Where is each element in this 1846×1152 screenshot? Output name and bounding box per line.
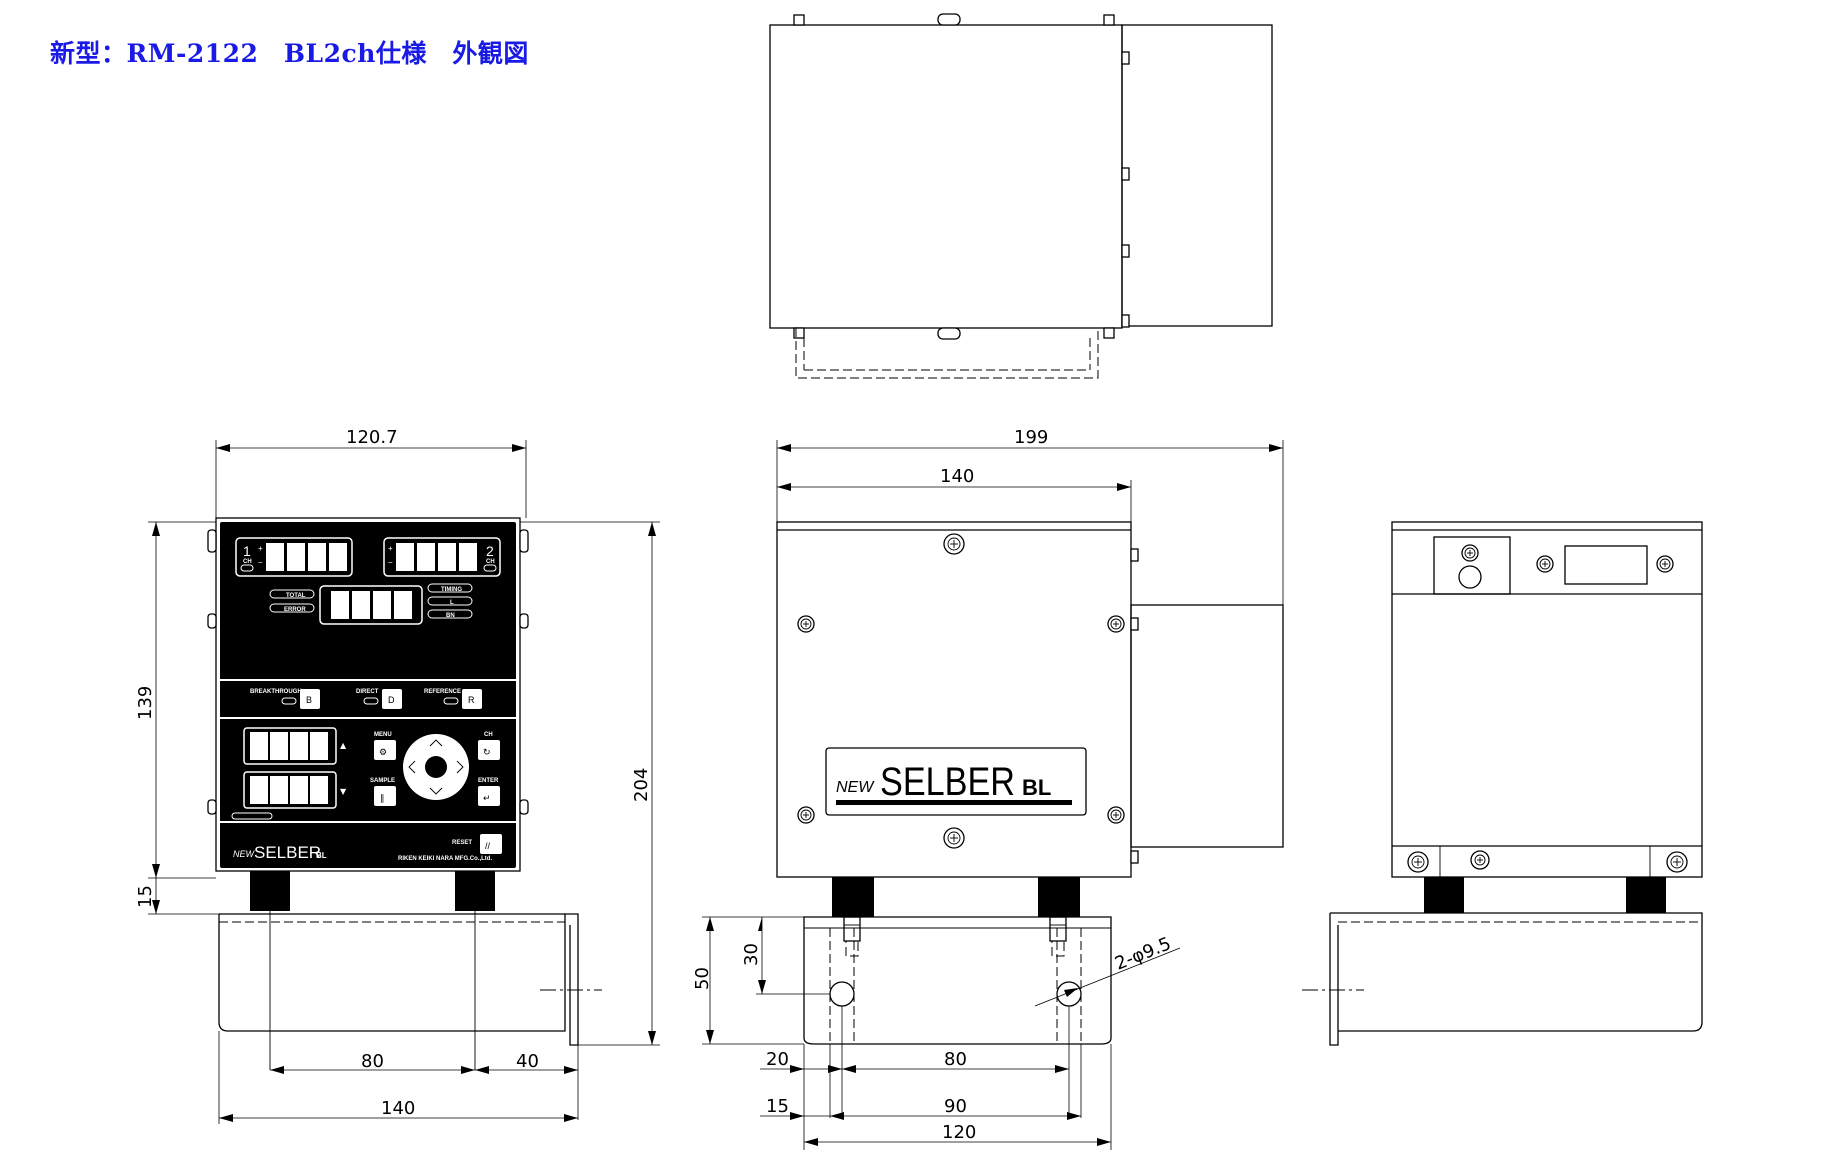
front-view: 1 CH + − 2 CH + − TOTAL ERROR TIMING L B… <box>207 517 602 1070</box>
dim-front-offset: 40 <box>516 1051 539 1072</box>
svg-text:NEW: NEW <box>836 779 875 796</box>
screw-icon <box>1470 850 1490 870</box>
svg-text:+: + <box>258 544 263 553</box>
key-b[interactable] <box>300 689 320 709</box>
svg-text:NEW: NEW <box>233 849 256 859</box>
dim-front-base-height: 15 <box>135 885 156 908</box>
svg-text:ERROR: ERROR <box>284 607 306 613</box>
dim-front-base-width: 140 <box>381 1098 415 1119</box>
svg-text:CH: CH <box>484 732 493 738</box>
enter-button[interactable] <box>478 786 500 806</box>
reset-button[interactable] <box>480 834 502 854</box>
svg-text:SELBER: SELBER <box>254 843 321 862</box>
dim-side-body-depth: 140 <box>940 466 974 487</box>
dim-side-pitch2: 90 <box>944 1096 967 1117</box>
enter-icon: ↵ <box>483 793 491 803</box>
key-r[interactable] <box>462 689 482 709</box>
dim-front-body-height: 139 <box>135 686 156 720</box>
product-label <box>825 747 1087 816</box>
dim-side-hole-height: 30 <box>741 943 762 966</box>
screw-icon <box>943 533 965 555</box>
svg-text:B: B <box>306 695 312 705</box>
svg-text:R: R <box>468 695 475 705</box>
svg-text:TOTAL: TOTAL <box>286 593 306 599</box>
reset-icon: // <box>485 841 491 851</box>
cycle-icon: ↻ <box>483 747 491 757</box>
svg-text:BN: BN <box>446 613 455 619</box>
ch-button[interactable] <box>478 740 500 760</box>
svg-text:SAMPLE: SAMPLE <box>370 778 395 784</box>
screw-icon <box>1666 851 1688 873</box>
center-button[interactable] <box>425 756 447 778</box>
dim-side-base-length: 120 <box>942 1122 976 1143</box>
dim-side-edge-offset: 20 <box>766 1049 789 1070</box>
svg-text:CH: CH <box>486 559 495 565</box>
svg-text:▼: ▼ <box>340 787 347 796</box>
svg-text:REFERENCE: REFERENCE <box>424 689 461 695</box>
svg-text:L: L <box>450 600 454 606</box>
dim-side-height: 50 <box>692 967 713 990</box>
svg-text:▲: ▲ <box>340 741 347 750</box>
dim-side-hole-pitch: 80 <box>944 1049 967 1070</box>
top-view <box>769 13 1273 379</box>
rear-view <box>1302 521 1703 1046</box>
svg-text:DIRECT: DIRECT <box>356 689 379 695</box>
svg-text:TIMING: TIMING <box>441 587 462 593</box>
svg-text:−: − <box>258 558 263 567</box>
screw-icon <box>1536 555 1554 573</box>
sample-button[interactable] <box>374 786 396 806</box>
screw-icon <box>943 827 965 849</box>
svg-text:CH: CH <box>243 559 252 565</box>
svg-text:MENU: MENU <box>374 732 392 738</box>
svg-text:+: + <box>388 544 393 553</box>
screw-icon <box>797 806 815 824</box>
key-d[interactable] <box>382 689 402 709</box>
screw-icon <box>1407 851 1429 873</box>
front-dimensions: 120.7 139 15 204 80 40 140 <box>135 427 660 1124</box>
side-dimensions: 199 140 50 30 2-φ9.5 20 80 <box>692 427 1284 1150</box>
menu-button[interactable] <box>374 740 396 760</box>
gear-icon: ⚙ <box>379 747 387 757</box>
ch2-number: 2 <box>486 543 494 559</box>
ch1-number: 1 <box>243 543 251 559</box>
svg-text:BL: BL <box>1022 775 1051 800</box>
side-view: NEW SELBER BL <box>776 521 1284 1045</box>
svg-text:RIKEN KEIKI NARA MFG.Co.,Ltd.: RIKEN KEIKI NARA MFG.Co.,Ltd. <box>398 856 492 862</box>
svg-text:ENTER: ENTER <box>478 778 499 784</box>
dim-side-total-depth: 199 <box>1014 427 1048 448</box>
svg-text:BREAKTHROUGH: BREAKTHROUGH <box>250 689 302 695</box>
dim-side-first-offset: 15 <box>766 1096 789 1117</box>
screw-icon <box>1656 555 1674 573</box>
svg-text:RESET: RESET <box>452 840 472 846</box>
screw-icon <box>1107 615 1125 633</box>
dim-hole-spec: 2-φ9.5 <box>1112 933 1174 974</box>
svg-text:−: − <box>388 558 393 567</box>
screw-icon <box>1107 806 1125 824</box>
dim-front-hole-pitch: 80 <box>361 1051 384 1072</box>
dim-total-height: 204 <box>631 768 652 802</box>
svg-text:D: D <box>388 695 395 705</box>
screw-icon <box>797 615 815 633</box>
dim-front-width: 120.7 <box>346 427 398 448</box>
pause-icon: ∥ <box>380 793 385 803</box>
screw-icon <box>1461 544 1479 562</box>
drawing-title: 新型：RM-2122 BL2ch仕様 外観図 <box>50 39 529 68</box>
svg-text:SELBER: SELBER <box>880 760 1015 804</box>
svg-text:BL: BL <box>316 851 327 860</box>
